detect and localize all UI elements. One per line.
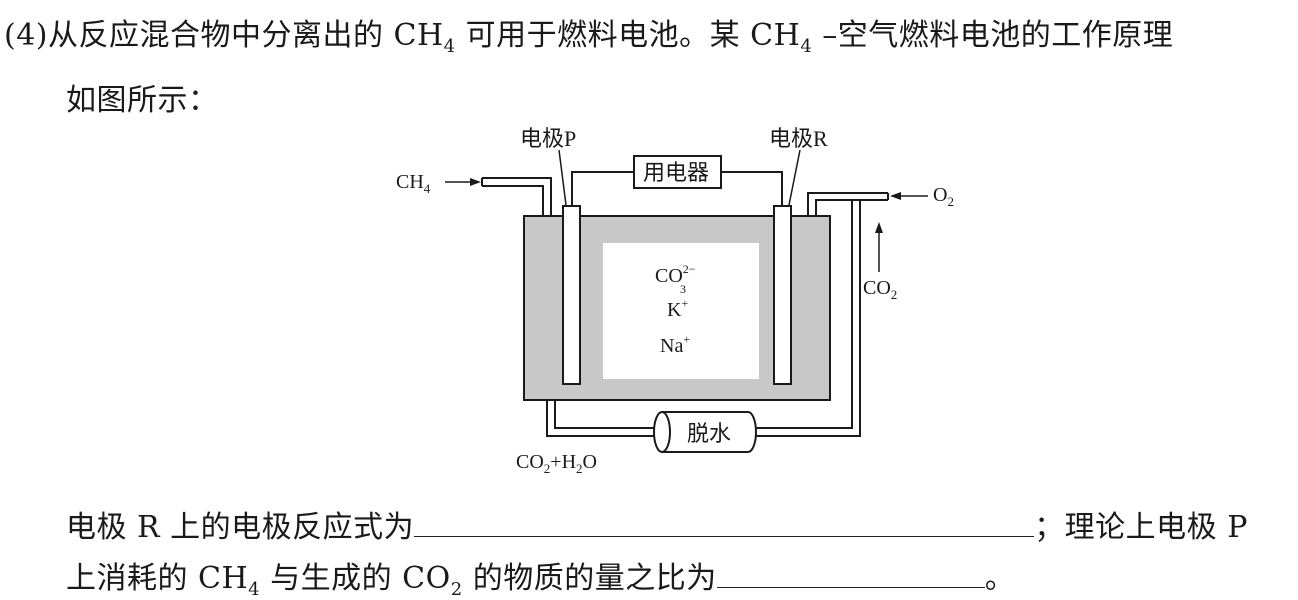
exhaust-pipe-outer [546, 400, 658, 437]
load-label: 用电器 [643, 160, 709, 185]
line1-mid: 可用于燃料电池。某 CH [455, 18, 801, 53]
recycle-pipe-outer [752, 200, 861, 437]
electrode-r-leader [788, 149, 801, 206]
dehydrator-body [662, 411, 757, 453]
ion-na-sup: + [683, 332, 690, 346]
ch4-main: CH [396, 171, 424, 193]
o2-arrow-head [890, 192, 901, 200]
q2-sub2: 2 [450, 579, 463, 600]
o2-label: O2 [933, 184, 954, 209]
o2-sub: 2 [947, 194, 954, 209]
ch4-sub: 4 [424, 181, 431, 196]
ion-co3: CO2− [655, 262, 696, 287]
ion-co3-subscript: 3 [680, 282, 686, 296]
recycle-pipe-inner [752, 200, 853, 429]
electrode-p-label: 电极P [520, 126, 576, 151]
co2-side-label: CO2 [863, 277, 897, 302]
question-line-1: (4)从反应混合物中分离出的 CH4 可用于燃料电池。某 CH4 –空气燃料电池… [4, 10, 1173, 57]
ion-na-main: Na [660, 335, 683, 357]
circuit-wire [571, 171, 634, 206]
line1-sub2: 4 [800, 36, 813, 57]
line1-sub: 4 [443, 36, 456, 57]
exhaust-pipe-inner [554, 400, 658, 429]
question-line-4: 上消耗的 CH4 与生成的 CO2 的物质的量之比为 。 [66, 553, 1015, 600]
ion-panel [603, 243, 759, 379]
line1-prefix: (4)从反应混合物中分离出的 CH [4, 18, 444, 53]
question-line-3: 电极 R 上的电极反应式为 ；理论上电极 P [66, 502, 1248, 546]
o2-pipe-inner [815, 199, 888, 217]
co2-side-sub: 2 [891, 287, 898, 302]
exhaust-co: CO [516, 451, 544, 473]
q2-end: 。 [984, 561, 1016, 596]
dehydrator-cap [653, 411, 671, 453]
q2-a: 上消耗的 CH [66, 561, 249, 596]
exhaust-h-sub: 2 [576, 461, 583, 476]
line2-text: 如图所示： [66, 83, 219, 118]
electrode-p-leader [558, 149, 567, 206]
ion-k-sup: + [681, 296, 688, 310]
ion-k-main: K [667, 299, 682, 321]
ch4-pipe-inner [482, 185, 544, 217]
q2-c: 的物质的量之比为 [462, 561, 717, 596]
q2-b: 与生成的 CO [260, 561, 451, 596]
question-line-2: 如图所示： [66, 75, 219, 119]
circuit-wire-right [721, 171, 783, 206]
co2-arrow-head [875, 222, 883, 233]
o2-main: O [933, 184, 947, 206]
electrode-p [562, 205, 581, 385]
co2-side-main: CO [863, 277, 891, 299]
ch4-pipe-outer [482, 177, 552, 217]
ion-co3-main: CO [655, 265, 683, 287]
dehydrator-label: 脱水 [687, 421, 731, 446]
q2-sub1: 4 [248, 579, 261, 600]
line1-suffix: –空气燃料电池的工作原理 [812, 18, 1174, 53]
o2-pipe-outer [807, 192, 888, 217]
answer-blank-2[interactable] [716, 586, 985, 588]
exhaust-o: O [583, 451, 597, 473]
exhaust-plus-h: +H [550, 451, 576, 473]
q1-prefix: 电极 R 上的电极反应式为 [66, 510, 415, 545]
answer-blank-1[interactable] [414, 535, 1035, 537]
exhaust-co-sub: 2 [544, 461, 551, 476]
exhaust-label: CO2+H2O [516, 451, 597, 476]
ion-co3-sup: 2− [683, 262, 696, 276]
ion-na: Na+ [660, 332, 690, 357]
ch4-label: CH4 [396, 171, 431, 196]
ion-k: K+ [667, 296, 688, 321]
q1-suffix: ；理论上电极 P [1034, 510, 1248, 545]
electrode-r [773, 205, 792, 385]
load-box [633, 155, 722, 189]
electrode-r-label: 电极R [769, 126, 828, 151]
ch4-arrow-head [470, 178, 481, 186]
